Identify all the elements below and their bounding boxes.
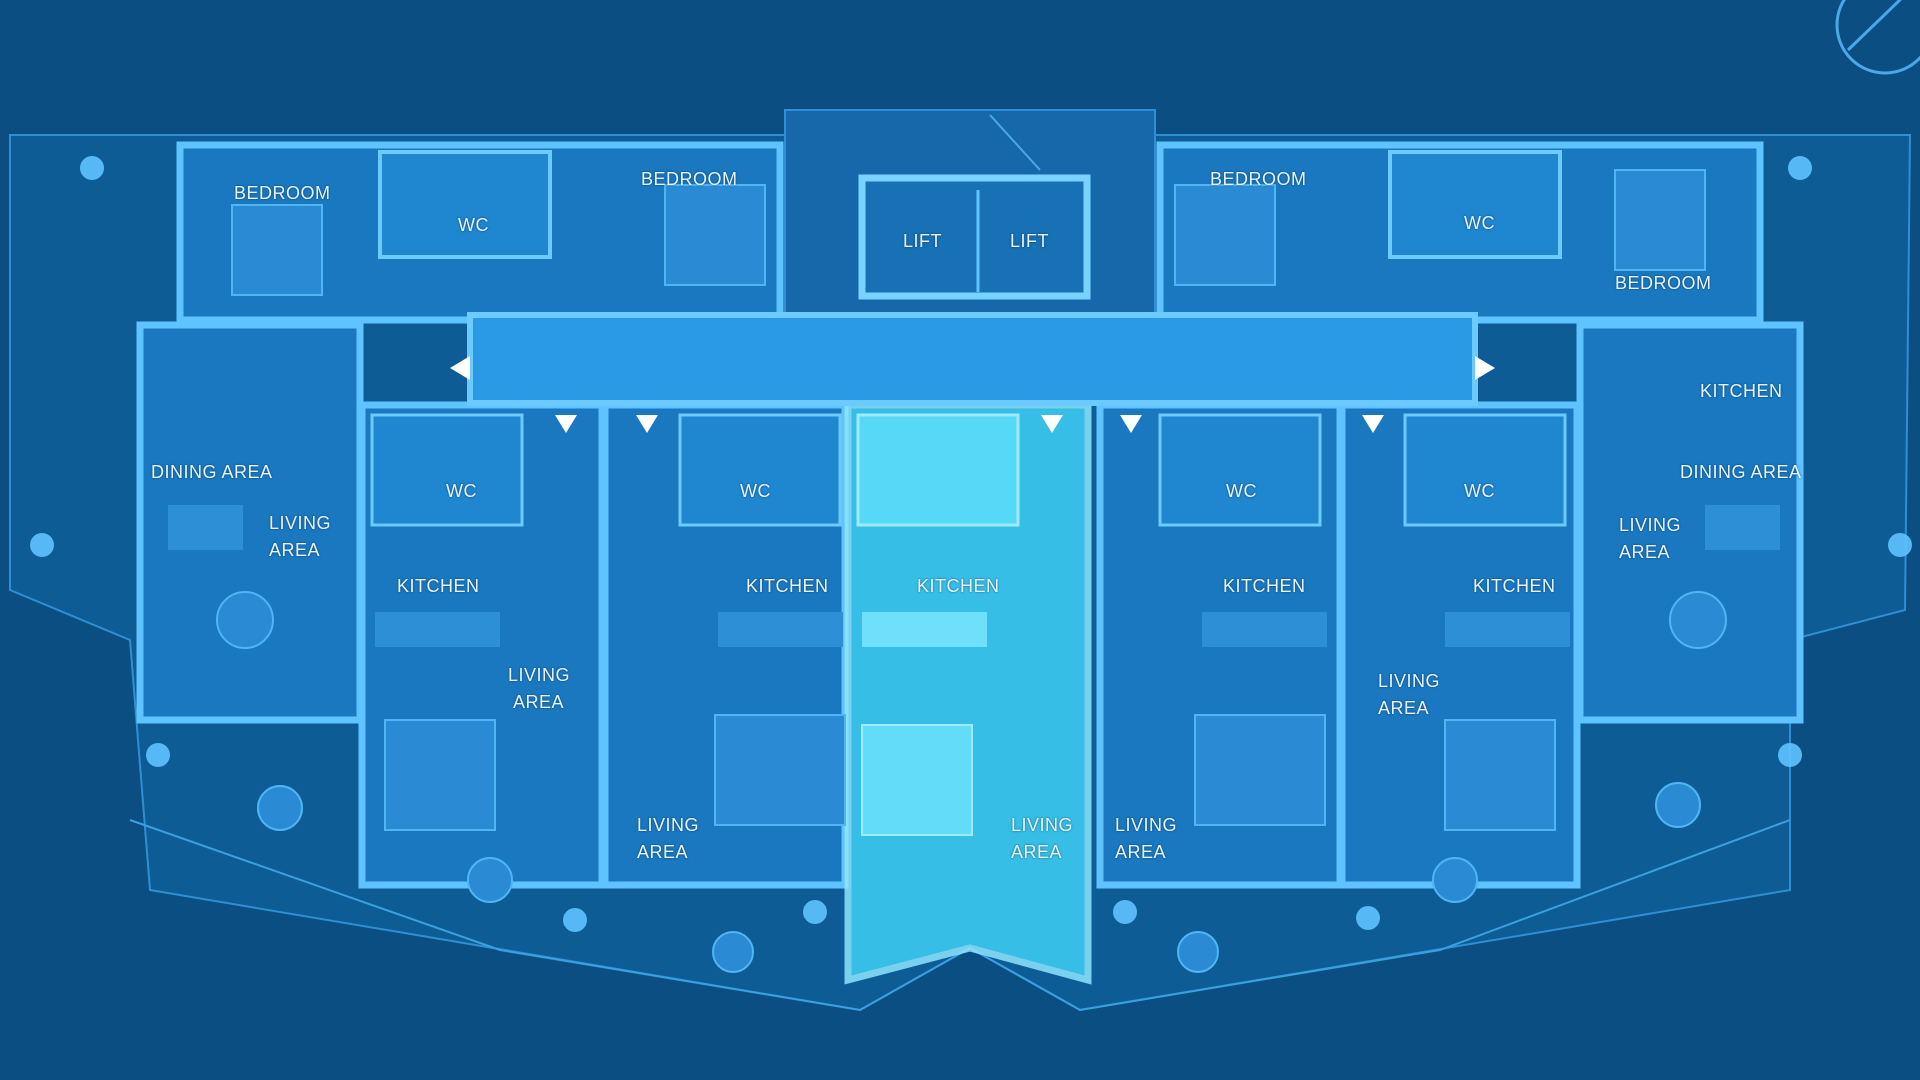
compass-icon xyxy=(1835,0,1920,75)
room-label-lift: LIFT xyxy=(1010,231,1050,251)
room-label-bedroom: BEDROOM xyxy=(1615,273,1712,293)
arrow-down-icon xyxy=(1362,415,1384,433)
wc-d xyxy=(856,413,1020,527)
room-label-dining-area: DINING AREA xyxy=(1680,462,1802,482)
bed-f2 xyxy=(1614,169,1706,271)
arrow-down-icon xyxy=(555,415,577,433)
lift-shaft xyxy=(858,174,1091,300)
arrow-down-icon xyxy=(1120,415,1142,433)
coffee-table-a xyxy=(216,591,274,649)
room-label-kitchen: KITCHEN xyxy=(1473,576,1556,596)
room-label-bedroom: BEDROOM xyxy=(641,169,738,189)
room-label-living: LIVING xyxy=(508,665,571,685)
sofa-e xyxy=(1194,714,1326,826)
plant-icon xyxy=(30,533,54,557)
room-label-wc: WC xyxy=(1464,481,1495,501)
room-label-living: LIVING xyxy=(269,513,332,533)
counter-e xyxy=(1202,612,1327,647)
plant-icon xyxy=(1778,743,1802,767)
sofa-d xyxy=(861,724,973,836)
plant-icon xyxy=(1356,906,1380,930)
room-label-kitchen: KITCHEN xyxy=(1223,576,1306,596)
room-label-area: AREA xyxy=(513,692,565,712)
corridor xyxy=(467,312,1478,406)
room-label-living: LIVING xyxy=(1378,671,1441,691)
counter-c xyxy=(718,612,843,647)
arrow-down-icon xyxy=(636,415,658,433)
stair-line xyxy=(989,114,1041,171)
wc-e xyxy=(1158,413,1322,527)
arrow-right-icon xyxy=(1475,356,1495,380)
room-label-lift: LIFT xyxy=(903,231,943,251)
room-label-dining-area: DINING AREA xyxy=(151,462,273,482)
room-label-wc: WC xyxy=(458,215,489,235)
room-label-area: AREA xyxy=(637,842,689,862)
counter-d xyxy=(862,612,987,647)
sofa-b xyxy=(384,719,496,831)
room-label-wc: WC xyxy=(446,481,477,501)
terrace-table-b xyxy=(467,857,513,903)
plant-icon xyxy=(563,908,587,932)
room-label-bedroom: BEDROOM xyxy=(234,183,331,203)
terrace-table-e xyxy=(1177,931,1219,973)
bed-a2 xyxy=(664,184,766,286)
wc-c xyxy=(678,413,842,527)
terrace-table-a xyxy=(257,785,303,831)
counter-g xyxy=(1445,612,1570,647)
room-label-area: AREA xyxy=(1378,698,1430,718)
plant-icon xyxy=(803,900,827,924)
dining-table-a xyxy=(168,505,243,550)
arrow-down-icon xyxy=(1041,415,1063,433)
sofa-g xyxy=(1444,719,1556,831)
room-label-area: AREA xyxy=(1115,842,1167,862)
wc-a xyxy=(378,150,552,259)
bed-f1 xyxy=(1174,184,1276,286)
wc-b xyxy=(370,413,524,527)
room-label-wc: WC xyxy=(1226,481,1257,501)
room-label-kitchen: KITCHEN xyxy=(397,576,480,596)
room-label-area: AREA xyxy=(269,540,321,560)
wc-f xyxy=(1388,150,1562,259)
room-label-bedroom: BEDROOM xyxy=(1210,169,1307,189)
plant-icon xyxy=(1888,533,1912,557)
room-label-wc: WC xyxy=(740,481,771,501)
room-label-wc: WC xyxy=(1464,213,1495,233)
plant-icon xyxy=(1788,156,1812,180)
room-label-area: AREA xyxy=(1619,542,1671,562)
arrow-left-icon xyxy=(450,356,470,380)
bed-a1 xyxy=(231,204,323,296)
terrace-table-g xyxy=(1432,857,1478,903)
room-label-area: AREA xyxy=(1011,842,1063,862)
room-label-kitchen: KITCHEN xyxy=(746,576,829,596)
room-label-living: LIVING xyxy=(1011,815,1074,835)
room-label-kitchen: KITCHEN xyxy=(1700,381,1783,401)
sofa-c xyxy=(714,714,846,826)
counter-b xyxy=(375,612,500,647)
room-label-living: LIVING xyxy=(1115,815,1178,835)
plant-icon xyxy=(80,156,104,180)
terrace-table-c xyxy=(712,931,754,973)
room-label-living: LIVING xyxy=(1619,515,1682,535)
wc-g xyxy=(1403,413,1567,527)
plant-icon xyxy=(146,743,170,767)
dining-table-f xyxy=(1705,505,1780,550)
terrace-table-f xyxy=(1655,782,1701,828)
plant-icon xyxy=(1113,900,1137,924)
room-label-living: LIVING xyxy=(637,815,700,835)
room-label-kitchen: KITCHEN xyxy=(917,576,1000,596)
coffee-table-f xyxy=(1669,591,1727,649)
